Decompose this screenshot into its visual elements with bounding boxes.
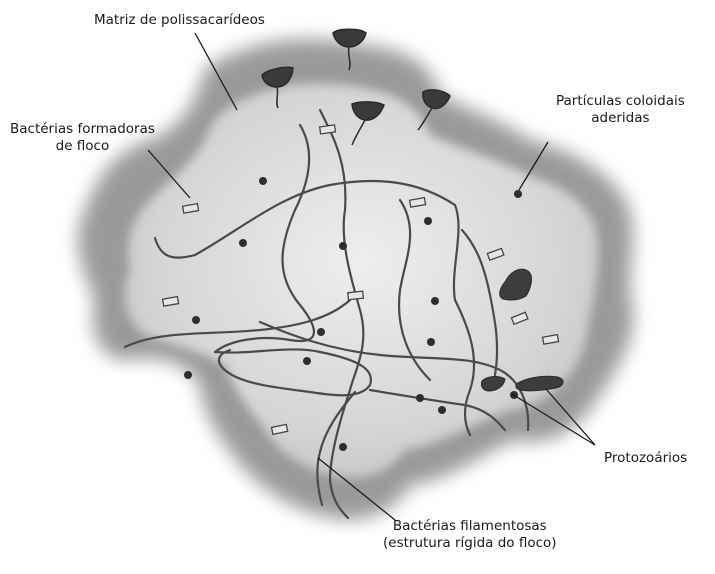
- bacterium-rect: [320, 125, 336, 134]
- particle-dot: [438, 406, 446, 414]
- label-filamentosas-line2: (estrutura rígida do floco): [383, 535, 557, 552]
- particle-dot: [192, 316, 200, 324]
- label-particulas-line2: aderidas: [556, 110, 685, 127]
- particle-dot: [416, 394, 424, 402]
- label-bacterias-formadoras: Bactérias formadoras de floco: [10, 121, 155, 155]
- label-filamentosas-line1: Bactérias filamentosas: [383, 518, 557, 535]
- particle-dot: [431, 297, 439, 305]
- label-particulas: Partículas coloidais aderidas: [556, 93, 685, 127]
- label-protozoarios: Protozoários: [604, 450, 687, 467]
- particle-dot: [427, 338, 435, 346]
- label-particulas-line1: Partículas coloidais: [556, 93, 685, 110]
- particle-dot: [317, 328, 325, 336]
- particle-dot: [424, 217, 432, 225]
- particle-dot: [339, 443, 347, 451]
- particle-dot: [303, 357, 311, 365]
- label-bacterias-formadoras-line1: Bactérias formadoras: [10, 121, 155, 138]
- bacterium-rect: [348, 291, 364, 300]
- particle-dot: [259, 177, 267, 185]
- label-matriz: Matriz de polissacarídeos: [94, 12, 265, 29]
- particle-dot: [514, 190, 522, 198]
- particle-dot: [239, 239, 247, 247]
- particle-dot: [184, 371, 192, 379]
- particle-dot: [339, 242, 347, 250]
- label-bacterias-formadoras-line2: de floco: [10, 138, 155, 155]
- label-filamentosas: Bactérias filamentosas (estrutura rígida…: [383, 518, 557, 552]
- ciliate-stalk: [277, 87, 278, 108]
